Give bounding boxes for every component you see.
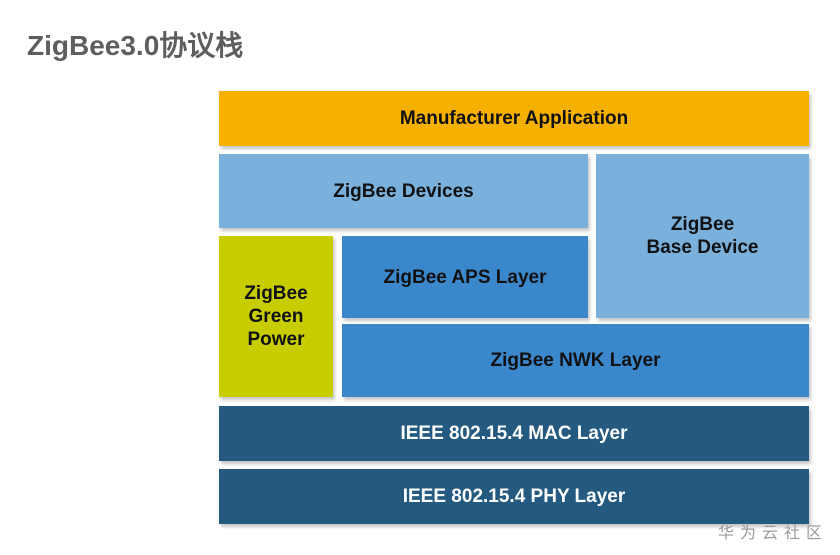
- zigbee-nwk-layer-block: ZigBee NWK Layer: [342, 324, 809, 397]
- green-power-label-line1: ZigBee: [244, 283, 308, 304]
- zigbee-devices-label: ZigBee Devices: [333, 180, 474, 202]
- base-device-label-line1: ZigBee: [670, 214, 735, 235]
- aps-layer-label: ZigBee APS Layer: [383, 266, 547, 288]
- watermark: 华为云社区: [717, 523, 828, 542]
- zigbee-devices-block: ZigBee Devices: [219, 154, 588, 228]
- green-power-label-line2: Green: [248, 306, 304, 327]
- base-device-label-line2: Base Device: [646, 237, 759, 258]
- manufacturer-application-block: Manufacturer Application: [219, 91, 809, 146]
- mac-layer-label: IEEE 802.15.4 MAC Layer: [400, 423, 628, 444]
- ieee-mac-layer-block: IEEE 802.15.4 MAC Layer: [219, 406, 809, 461]
- zigbee-green-power-block: ZigBee Green Power: [219, 236, 333, 397]
- page-title: ZigBee3.0协议栈: [27, 30, 244, 61]
- zigbee-base-device-block: ZigBee Base Device: [596, 154, 809, 318]
- green-power-label-line3: Power: [247, 329, 305, 350]
- phy-layer-label: IEEE 802.15.4 PHY Layer: [402, 486, 626, 507]
- nwk-layer-label: ZigBee NWK Layer: [490, 350, 661, 371]
- manufacturer-application-label: Manufacturer Application: [399, 108, 629, 129]
- ieee-phy-layer-block: IEEE 802.15.4 PHY Layer: [219, 469, 809, 524]
- zigbee-aps-layer-block: ZigBee APS Layer: [342, 236, 588, 318]
